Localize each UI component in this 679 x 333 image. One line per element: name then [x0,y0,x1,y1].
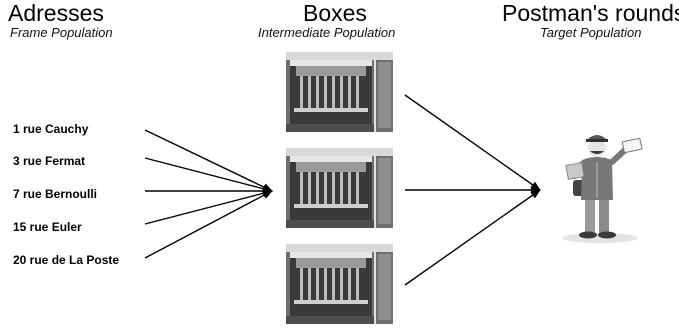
address-arrow [144,190,273,259]
box-arrow [404,189,541,286]
mailbox-photo [286,244,393,324]
intermediate-column-subtitle: Intermediate Population [258,25,396,40]
address-arrow [144,129,273,192]
box-arrow [404,94,541,191]
intermediate-column-title: Boxes [303,0,367,26]
mailbox-photo [286,148,393,228]
mailbox-photo [286,52,393,132]
target-column-title: Postman's rounds [502,0,679,26]
address-arrow [144,157,273,193]
target-column-subtitle: Target Population [540,25,642,40]
address-item: 15 rue Euler [13,220,82,234]
frame-column-subtitle: Frame Population [10,25,113,40]
address-item: 1 rue Cauchy [13,122,89,136]
frame-column-title: Adresses [8,0,104,26]
address-item: 3 rue Fermat [13,154,86,168]
address-arrow [144,189,273,225]
postman-figure [562,135,643,243]
address-item: 20 rue de La Poste [13,253,120,267]
address-item: 7 rue Bernoulli [13,187,98,201]
